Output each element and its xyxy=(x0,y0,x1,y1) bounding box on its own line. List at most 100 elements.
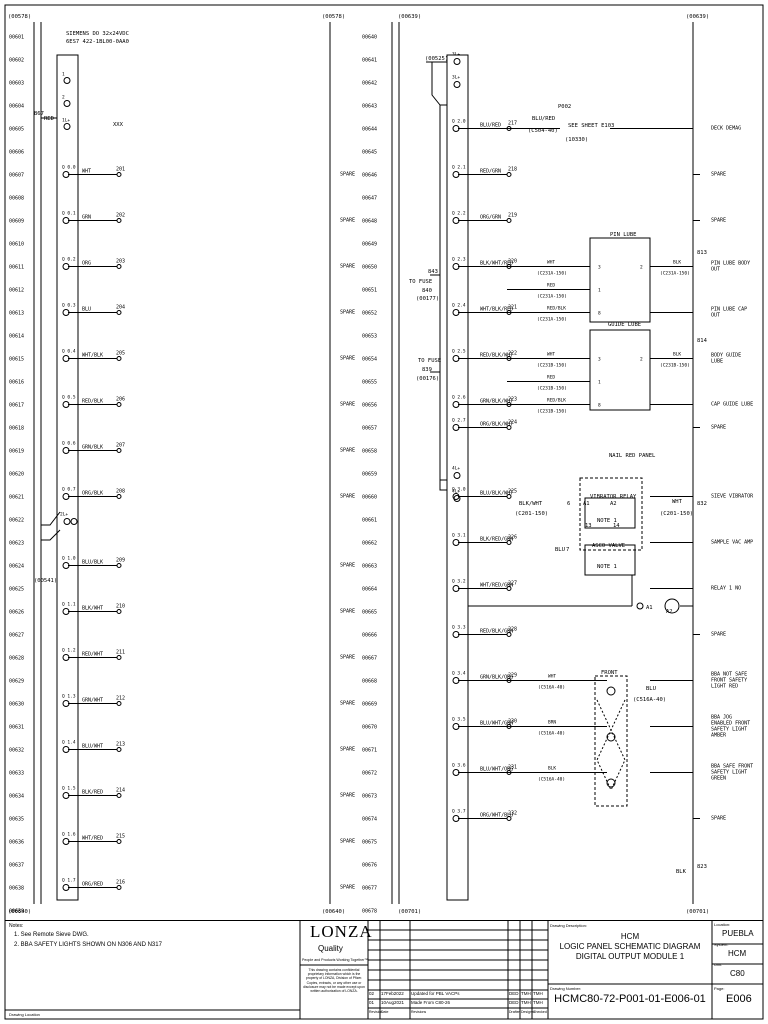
row-number-left: 00635 xyxy=(9,817,24,823)
lube-blk: BLK xyxy=(673,352,681,358)
left-io-module xyxy=(56,54,79,901)
confidential-note: This drawing contains confidential propr… xyxy=(303,968,365,994)
wire-end xyxy=(116,310,122,315)
output-description: SPARE xyxy=(711,632,726,638)
note-1: 1. See Remote Sieve DWG. xyxy=(14,932,89,938)
row-number-right: 00644 xyxy=(362,127,377,133)
output-description: GREEN xyxy=(711,776,726,782)
drawing-number: HCMC80-72-P001-01-E006-01 xyxy=(554,993,706,1005)
row-number-right: 00666 xyxy=(362,633,377,639)
wire-end xyxy=(506,632,512,637)
asco-valve-box xyxy=(584,544,636,576)
ref-00176: (00176) xyxy=(416,376,439,382)
rev-date: 17Feb2022 xyxy=(381,991,404,996)
n13: 13 xyxy=(585,523,592,529)
wire-number: 213 xyxy=(116,742,125,748)
guide-lube-box xyxy=(589,329,651,411)
output-address: Q 1.6 xyxy=(62,832,76,838)
drawing-desc-label: Drawing Description: xyxy=(550,923,587,928)
location: PUEBLA xyxy=(722,929,754,938)
relay-coil xyxy=(664,598,680,614)
terminal-label: 2L+ xyxy=(60,512,68,518)
output-address: Q 1.1 xyxy=(62,602,76,608)
wire-number: 222 xyxy=(508,351,517,357)
output-description: BBA NOT SAFE xyxy=(711,672,747,678)
terminal-label: 3L+ xyxy=(452,75,460,81)
front-label: FRONT xyxy=(601,670,618,676)
wire-end xyxy=(116,747,122,752)
wire-end xyxy=(506,126,512,131)
a2: A2 xyxy=(610,501,617,507)
lube-wire-color: WHT xyxy=(547,260,555,266)
lube-cable: (C231B-150) xyxy=(537,363,567,369)
row-number-left: 00602 xyxy=(9,58,24,64)
light-cable: (C516A-40) xyxy=(538,777,565,783)
lube-wire-color: WHT xyxy=(547,352,555,358)
fuse-839: 839 xyxy=(422,367,432,373)
rev-header: Checked xyxy=(533,1010,547,1014)
row-number-left: 00609 xyxy=(9,219,24,225)
wire-number: 220 xyxy=(508,259,517,265)
wire-number: 221 xyxy=(508,305,517,311)
output-terminal xyxy=(452,815,460,822)
wire-end xyxy=(116,356,122,361)
output-terminal xyxy=(452,217,460,224)
rev-checker: TMH xyxy=(521,1000,531,1005)
p002: P002 xyxy=(558,104,571,110)
terminal-circle xyxy=(63,77,71,84)
ref-00525: (00525) xyxy=(425,56,448,62)
terminal-circle xyxy=(453,81,461,88)
note1-a: NOTE 1 xyxy=(597,518,617,524)
xxx-label: XXX xyxy=(113,122,124,128)
output-description: BBA SAFE FRONT xyxy=(711,764,753,770)
row-number-left: 00605 xyxy=(9,127,24,133)
safety-lights xyxy=(596,686,626,791)
lube-pin: 8 xyxy=(598,311,601,317)
row-number-right: 00662 xyxy=(362,541,377,547)
wire-end xyxy=(116,701,122,706)
brand-sub: Quality xyxy=(318,944,343,953)
row-number-right: 00669 xyxy=(362,702,377,708)
output-description: SPARE xyxy=(340,701,355,707)
rev-header: Revision xyxy=(369,1010,383,1014)
blu-red-top: BLU/RED xyxy=(532,116,555,122)
ref-10330: (10330) xyxy=(565,137,588,143)
output-address: Q 2.2 xyxy=(452,211,466,217)
output-terminal xyxy=(452,171,460,178)
row-number-right: 00659 xyxy=(362,472,377,478)
row-number-left: 00632 xyxy=(9,748,24,754)
output-description: SPARE xyxy=(340,356,355,362)
wire-832: 832 xyxy=(697,501,707,507)
terminal-label: 2 xyxy=(62,95,65,101)
row-number-right: 00671 xyxy=(362,748,377,754)
row-number-right: 00649 xyxy=(362,242,377,248)
row-number-right: 00652 xyxy=(362,311,377,317)
row-number-right: 00657 xyxy=(362,426,377,432)
wire-end xyxy=(116,655,122,660)
output-description: SAMPLE VAC AMP xyxy=(711,540,753,546)
wire-color: WHT xyxy=(82,169,91,175)
row-number-right: 00677 xyxy=(362,886,377,892)
rev-number: 01 xyxy=(369,1000,375,1005)
wire-number: 230 xyxy=(508,719,517,725)
output-address: Q 3.7 xyxy=(452,809,466,815)
row-number-left: 00615 xyxy=(9,357,24,363)
wire-number: 202 xyxy=(116,213,125,219)
wire-color: RED/GRN xyxy=(480,169,501,175)
rev-checker: TMH xyxy=(521,991,531,996)
fuse-840: 840 xyxy=(422,288,432,294)
note-2: 2. BBA SAFETY LIGHTS SHOWN ON N306 AND N… xyxy=(14,942,162,948)
wire-end xyxy=(116,885,122,890)
row-number-left: 00622 xyxy=(9,518,24,524)
output-terminal xyxy=(62,562,70,569)
wire-end xyxy=(116,563,122,568)
terminal-circle xyxy=(63,100,71,107)
output-description: PIN LUBE BODY xyxy=(711,261,750,267)
lube-cable: (C231B-150) xyxy=(537,386,567,392)
output-description: SPARE xyxy=(340,264,355,270)
wire-end xyxy=(506,586,512,591)
wire-823: 823 xyxy=(697,864,707,870)
lube-blk: BLK xyxy=(673,260,681,266)
note1-b: NOTE 1 xyxy=(597,564,617,570)
